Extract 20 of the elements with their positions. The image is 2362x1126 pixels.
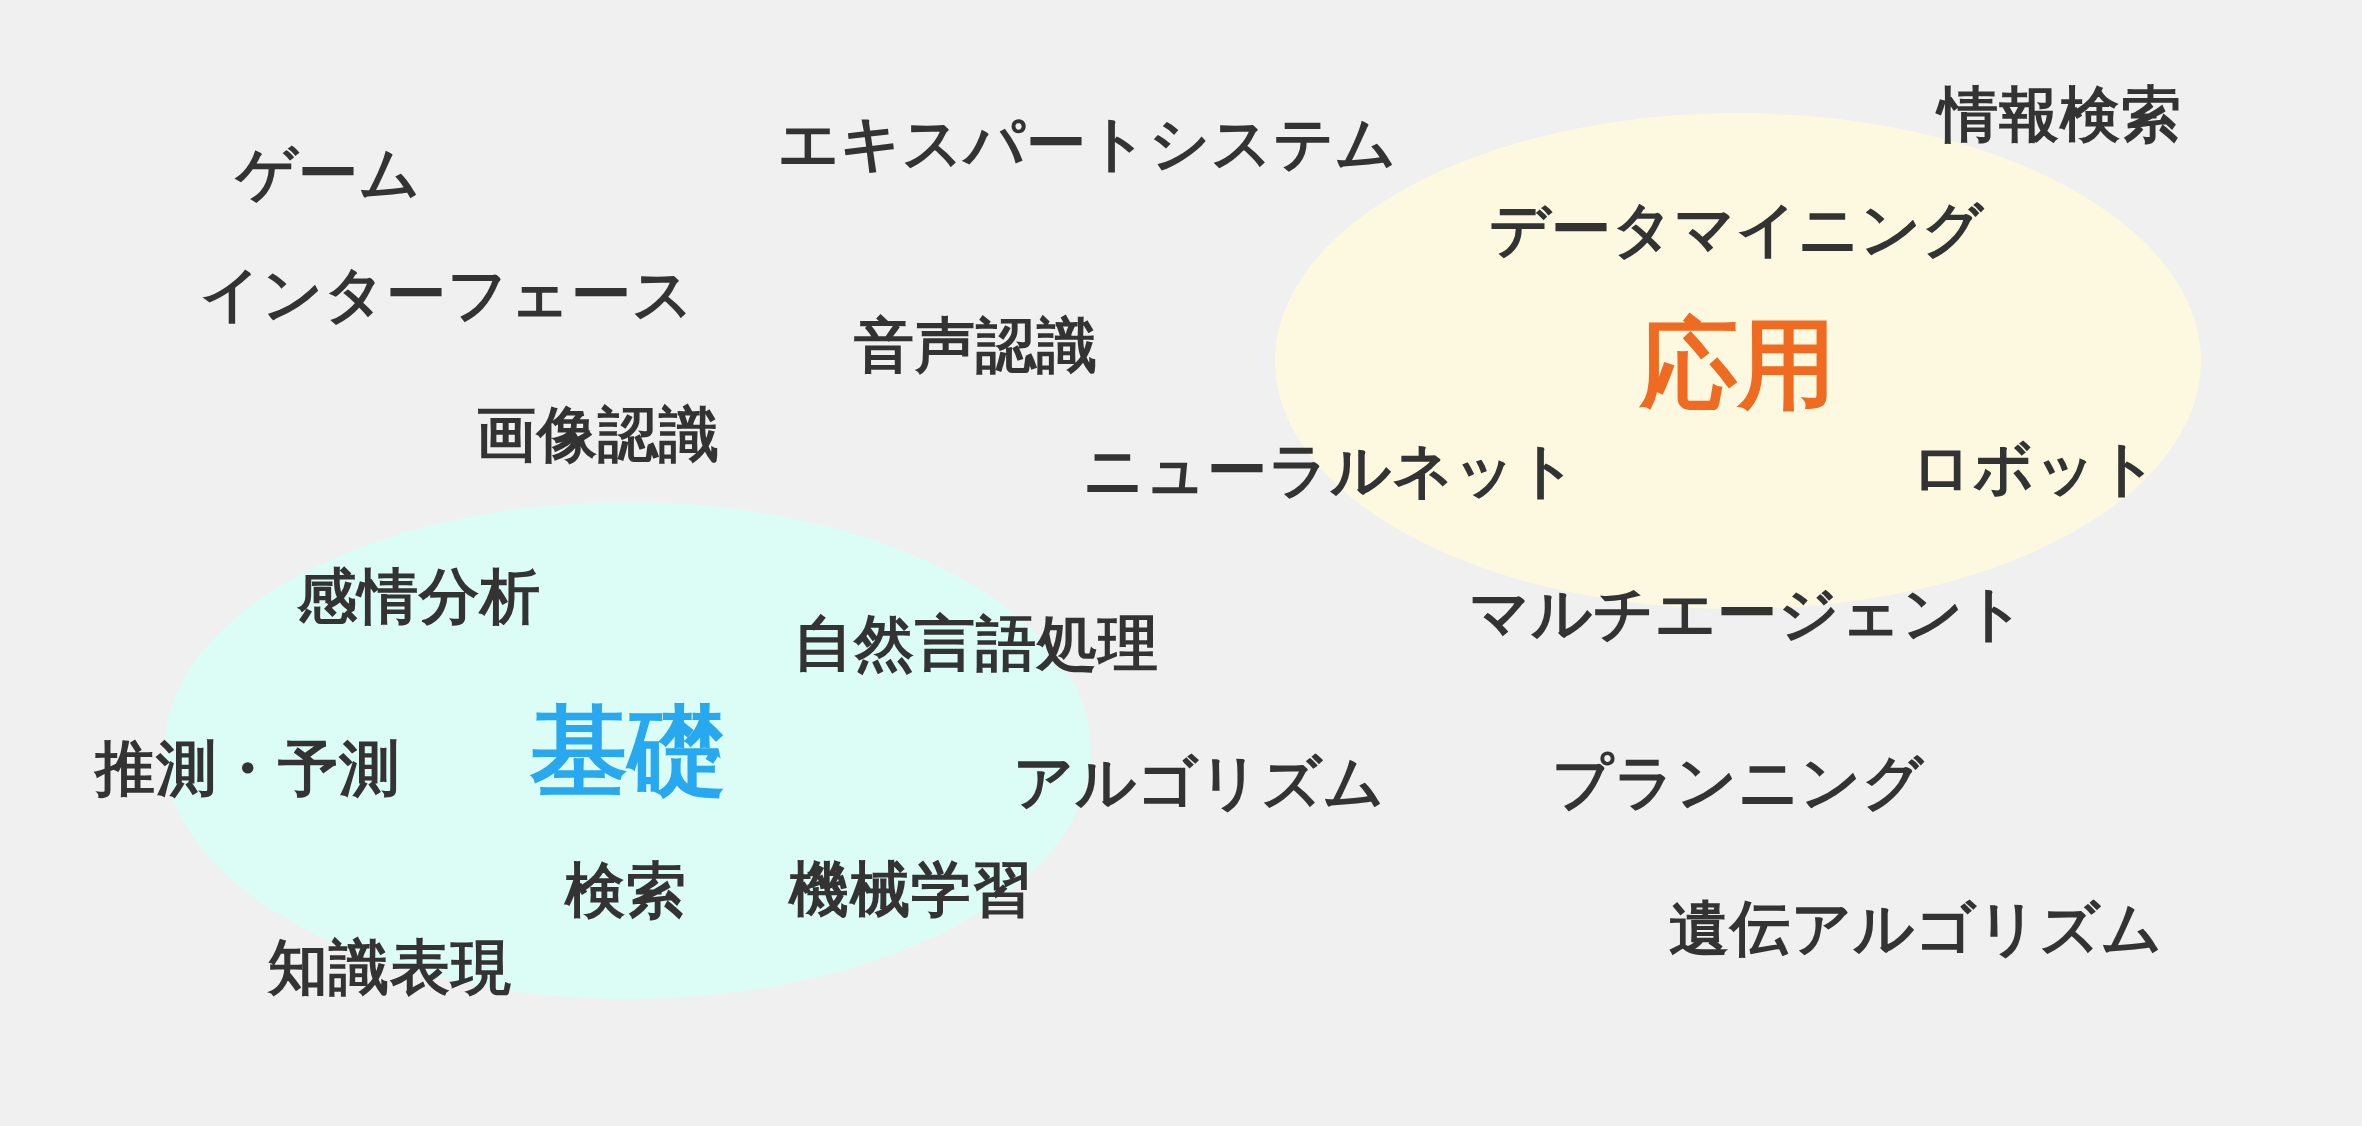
topic-label: インターフェース <box>200 259 694 329</box>
topic-label: データマイニング <box>1488 194 1984 264</box>
topic-label: プランニング <box>1552 747 1924 817</box>
topic-label: 知識表現 <box>268 932 512 1002</box>
category-title: 基礎 <box>529 694 726 807</box>
topic-label: ニューラルネット <box>1082 435 1578 505</box>
topic-label: 検索 <box>565 855 687 925</box>
topic-label: エキスパートシステム <box>777 108 1397 178</box>
topic-label: マルチエージェント <box>1468 578 2026 648</box>
topic-label: ゲーム <box>235 138 421 208</box>
category-title: 応用 <box>1640 307 1836 421</box>
topic-label: 音声認識 <box>854 310 1098 380</box>
topic-label: 感情分析 <box>297 561 541 631</box>
topic-label: ロボット <box>1911 433 2159 503</box>
topic-label: アルゴリズム <box>1013 747 1385 817</box>
topic-label: 自然言語処理 <box>793 608 1159 678</box>
topic-label: 遺伝アルゴリズム <box>1669 893 2163 963</box>
topic-label: 推測・予測 <box>94 733 400 803</box>
topic-label: 画像認識 <box>476 399 720 469</box>
topic-label: 機械学習 <box>789 854 1033 924</box>
